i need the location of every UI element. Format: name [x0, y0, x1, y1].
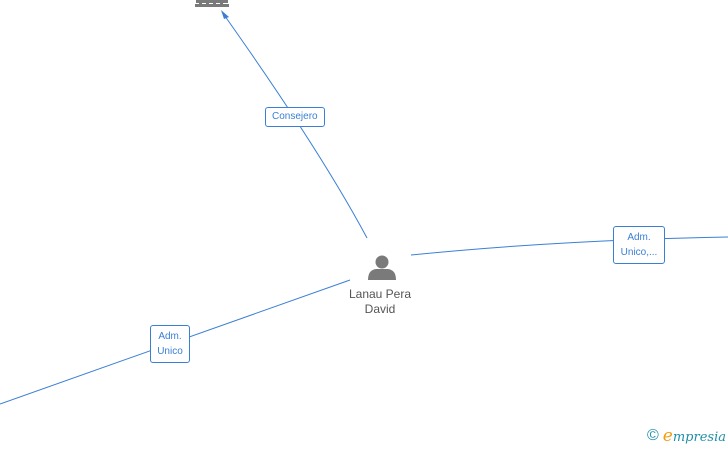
building-icon[interactable] — [195, 0, 229, 7]
arrowhead-icon — [221, 10, 229, 19]
brand-name: mpresia — [672, 430, 726, 445]
edge-label-adm-unico-right[interactable]: Adm. Unico,... — [613, 226, 665, 264]
brand-initial: e — [662, 426, 673, 446]
person-node-label[interactable]: Lanau Pera David — [320, 287, 440, 317]
edge-adm-unico-right — [410, 236, 728, 256]
empresia-watermark: © empresia — [647, 426, 726, 446]
edge-label-consejero[interactable]: Consejero — [265, 107, 325, 127]
copyright-icon: © — [647, 427, 659, 444]
person-icon[interactable] — [368, 255, 396, 281]
edge-consejero — [221, 11, 368, 239]
edge-label-line2: Unico,... — [620, 247, 658, 258]
edge-label-line2: Unico — [157, 346, 183, 357]
edge-label-text: Consejero — [272, 111, 318, 122]
person-name-line2: David — [364, 302, 396, 316]
edge-label-line1: Adm. — [158, 331, 182, 342]
person-name-line1: Lanau Pera — [348, 287, 412, 301]
edge-label-adm-unico-left[interactable]: Adm. Unico — [150, 325, 190, 363]
brand-logo: empresia — [663, 426, 726, 446]
edge-label-line1: Adm. — [627, 232, 651, 243]
